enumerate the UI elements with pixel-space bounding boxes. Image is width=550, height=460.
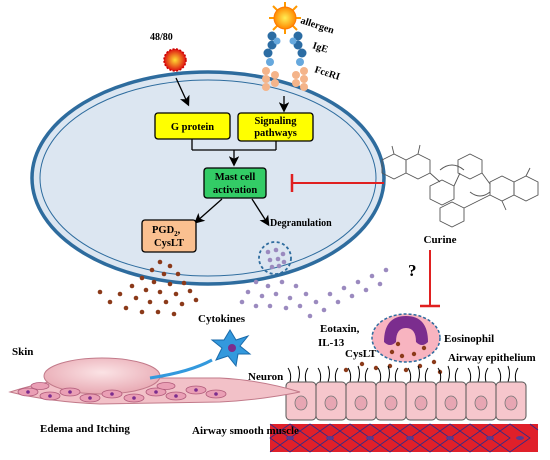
ige-label: IgE: [311, 40, 330, 55]
neuron-icon: [149, 329, 252, 380]
curine-eosinophil-inhibition-line: [420, 250, 440, 308]
edema-itching-label: Edema and Itching: [40, 423, 130, 435]
arrow-to-pgd2: [194, 198, 223, 224]
pgd2-label: PGD2,: [152, 225, 181, 238]
curine-inhibition-line: [290, 174, 384, 192]
mast-cell-activation-box: Mast cell activation: [203, 167, 267, 199]
cyslt-label: CysLT: [345, 348, 377, 360]
fceri-label: FcεRI: [313, 64, 341, 83]
compound-48-80-icon: [163, 48, 187, 72]
neuron-label: Neuron: [248, 371, 283, 383]
skin-tissue: [8, 357, 301, 405]
cytokine-granules-purple: [239, 267, 389, 319]
airway-epithelium-label: Airway epithelium: [448, 352, 536, 364]
degranulation-vesicle: [258, 241, 292, 275]
fceri-receptor-icon: [262, 67, 308, 91]
pgd2-cyslt-box: PGD2, CysLT: [141, 219, 197, 253]
degranulation-label: Degranulation: [270, 218, 332, 229]
pathway-connectors: [191, 139, 277, 167]
signaling-label-line2: pathways: [254, 128, 297, 139]
eosinophil-cell-icon: [371, 313, 441, 363]
g-protein-label: G protein: [171, 122, 214, 133]
pgd2-box-cyslt-label: CysLT: [154, 238, 184, 249]
arrow-to-degranulation: [251, 198, 270, 227]
mediator-granules-brown: [97, 259, 199, 317]
il13-label: IL-13: [318, 337, 345, 349]
signaling-label-line1: Signaling: [254, 116, 297, 127]
eotaxin-label: Eotaxin,: [320, 323, 360, 335]
curine-label: Curine: [424, 234, 457, 246]
cytokines-label: Cytokines: [198, 313, 246, 325]
question-mark: ?: [408, 261, 417, 280]
allergen-label: allergen: [299, 15, 336, 36]
compound-48-80-label: 48/80: [150, 32, 173, 43]
skin-label: Skin: [12, 346, 33, 358]
airway-smooth-muscle: [269, 423, 539, 453]
curine-molecule-icon: [381, 144, 539, 228]
mast-cell-activation-line2: activation: [213, 185, 257, 196]
g-protein-box: G protein: [154, 112, 231, 140]
allergen-icon: [269, 2, 301, 34]
mast-cell-activation-line1: Mast cell: [215, 172, 256, 183]
eosinophil-label: Eosinophil: [444, 333, 494, 345]
airway-epithelium: [285, 365, 527, 421]
arrow-48-80-to-g-protein: [175, 77, 190, 107]
signaling-pathways-box: Signaling pathways: [237, 112, 314, 142]
ige-antibody-icon: [263, 31, 307, 66]
airway-smooth-muscle-label: Airway smooth muscle: [192, 425, 299, 437]
